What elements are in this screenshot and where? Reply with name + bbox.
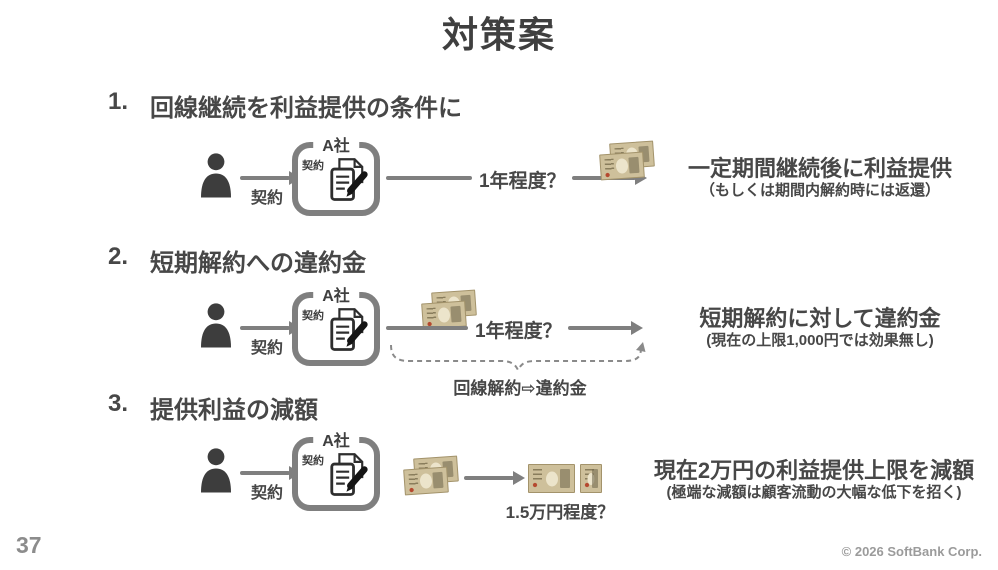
- timeline-line: [386, 326, 468, 330]
- company-a-box: A社 契約: [292, 282, 380, 366]
- section-2-heading-text: 短期解約への違約金: [150, 250, 366, 277]
- section-2-heading: 2. 短期解約への違約金: [108, 243, 366, 278]
- company-a-box: A社 契約: [292, 427, 380, 511]
- reduction-arrow: [464, 476, 514, 480]
- section-2-result: 短期解約に対して違約金 (現在の上限1,000円では効果無し): [646, 306, 994, 351]
- contract-document-icon: [330, 453, 368, 496]
- contract-arrow-label: 契約: [250, 340, 283, 357]
- section-3-heading-text: 提供利益の減額: [150, 397, 318, 424]
- contract-doc-label: 契約: [302, 160, 324, 172]
- company-a-box: A社 契約: [292, 132, 380, 216]
- half-banknote-icon: [580, 464, 602, 493]
- contract-arrow: [240, 471, 290, 475]
- duration-label: 1年程度？: [475, 321, 562, 342]
- reduced-amount-label: 1.5万円程度？: [505, 503, 615, 522]
- contract-arrow-label: 契約: [250, 190, 283, 207]
- duration-label: 1年程度？: [479, 171, 566, 192]
- money-before-icon: [403, 455, 459, 496]
- section-3-heading: 3. 提供利益の減額: [108, 390, 318, 425]
- person-icon: [198, 447, 234, 493]
- section-2-number: 2.: [108, 243, 129, 270]
- company-a-label: A社: [313, 282, 359, 306]
- copyright: © 2026 SoftBank Corp.: [841, 544, 982, 559]
- page-title: 対策案: [441, 14, 556, 55]
- banknote-icon: [403, 466, 449, 496]
- contract-doc-label: 契約: [302, 455, 324, 467]
- company-a-label: A社: [313, 132, 359, 156]
- person-icon: [198, 302, 234, 348]
- cancellation-brace: [388, 342, 646, 378]
- section-1-heading-text: 回線継続を利益提供の条件に: [150, 95, 462, 122]
- result-title: 現在2万円の利益提供上限を減額: [653, 458, 975, 483]
- timeline-line: [386, 176, 472, 180]
- company-a-label: A社: [313, 427, 359, 451]
- contract-document-icon: [330, 158, 368, 201]
- result-title: 一定期間継続後に利益提供: [687, 156, 952, 181]
- banknote-icon: [599, 151, 645, 181]
- contract-arrow: [240, 326, 290, 330]
- money-icon: [421, 289, 477, 330]
- contract-arrow-label: 契約: [250, 485, 283, 502]
- result-note: （もしくは期間内解約時には返還）: [699, 182, 940, 200]
- section-1-result: 一定期間継続後に利益提供 （もしくは期間内解約時には返還）: [646, 156, 994, 201]
- contract-arrow: [240, 176, 290, 180]
- result-title: 短期解約に対して違約金: [699, 306, 941, 331]
- section-1-heading: 1. 回線継続を利益提供の条件に: [108, 88, 462, 123]
- contract-doc-label: 契約: [302, 310, 324, 322]
- result-note: (現在の上限1,000円では効果無し): [706, 332, 934, 350]
- brace-label: 回線解約⇨違約金: [453, 379, 587, 398]
- penalty-arrow: [568, 326, 632, 330]
- section-3-number: 3.: [108, 390, 129, 417]
- banknote-icon: [528, 464, 575, 493]
- section-1-number: 1.: [108, 88, 129, 115]
- section-3-result: 現在2万円の利益提供上限を減額 (極端な減額は顧客流動の大幅な低下を招く): [640, 458, 988, 503]
- page-number: 37: [16, 532, 42, 558]
- result-note: (極端な減額は顧客流動の大幅な低下を招く): [666, 484, 962, 502]
- person-icon: [198, 152, 234, 198]
- contract-document-icon: [330, 308, 368, 351]
